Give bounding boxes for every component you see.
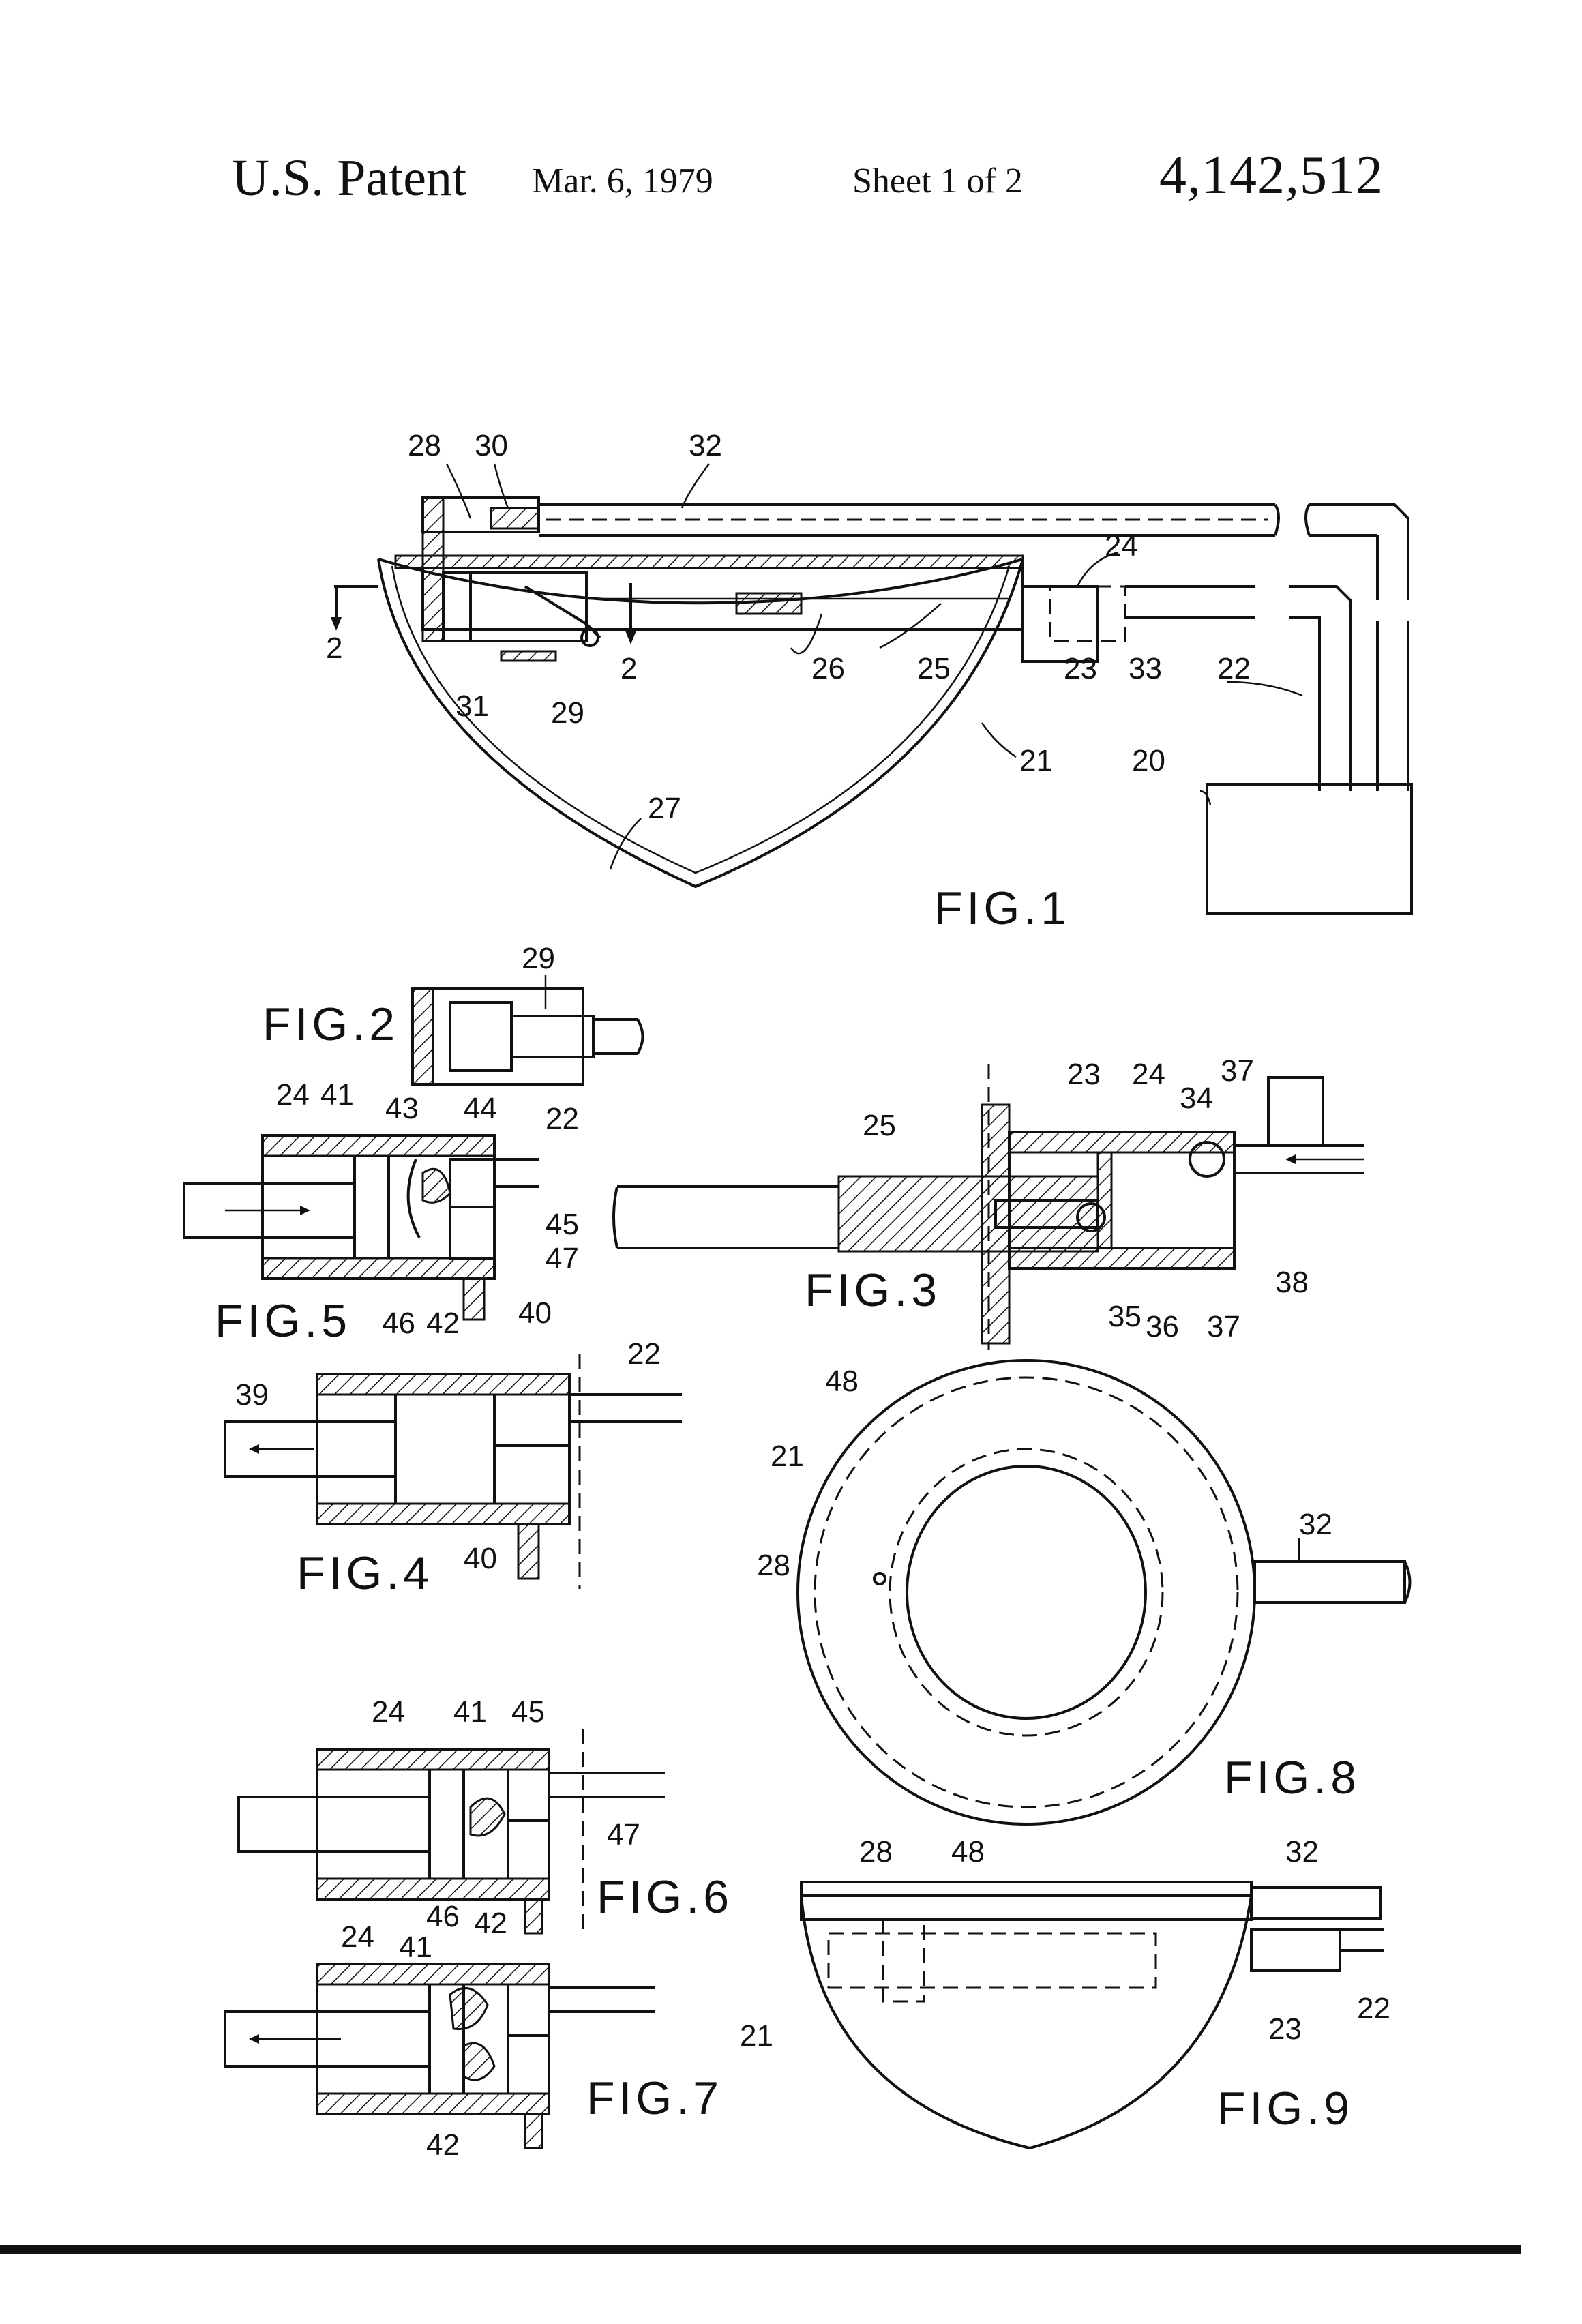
fig1-caption: FIG.1 <box>934 882 1071 934</box>
label-47: 47 <box>546 1242 579 1275</box>
label-42: 42 <box>474 1907 507 1940</box>
label-32: 32 <box>1299 1508 1332 1541</box>
label-24: 24 <box>1105 529 1138 563</box>
label-32: 32 <box>689 429 722 462</box>
fig3-caption: FIG.3 <box>805 1264 941 1316</box>
label-41: 41 <box>320 1078 354 1112</box>
label-22: 22 <box>1357 1992 1390 2025</box>
label-42: 42 <box>426 1307 460 1340</box>
pump-box <box>1207 784 1412 914</box>
label-40: 40 <box>464 1542 497 1575</box>
label-45: 45 <box>511 1695 545 1729</box>
fig5-caption: FIG.5 <box>215 1295 351 1347</box>
label-21: 21 <box>1019 744 1053 777</box>
label-36: 36 <box>1146 1310 1179 1343</box>
label-23: 23 <box>1067 1058 1101 1091</box>
label-22: 22 <box>627 1337 661 1371</box>
label-25: 25 <box>917 652 951 685</box>
figure-1: 28 30 32 24 2 2 26 25 23 33 22 31 29 21 … <box>326 429 1412 934</box>
label-29: 29 <box>551 696 584 730</box>
fig4-caption: FIG.4 <box>297 1547 433 1599</box>
label-25: 25 <box>863 1109 896 1142</box>
label-28: 28 <box>408 429 441 462</box>
label-21: 21 <box>740 2019 773 2053</box>
label-22: 22 <box>1217 652 1251 685</box>
label-24: 24 <box>276 1078 310 1112</box>
bottom-rule <box>0 2245 1521 2254</box>
label-28: 28 <box>859 1835 893 1868</box>
label-42: 42 <box>426 2128 460 2162</box>
fig9-caption: FIG.9 <box>1217 2083 1354 2134</box>
label-29: 29 <box>522 942 555 975</box>
label-22: 22 <box>546 1102 579 1135</box>
label-46: 46 <box>426 1900 460 1933</box>
figure-8: 48 21 28 32 FIG.8 <box>757 1360 1410 1824</box>
label-45: 45 <box>546 1208 579 1241</box>
figure-3: 23 24 37 34 25 38 35 36 37 FIG.3 <box>614 1054 1364 1350</box>
label-26: 26 <box>811 652 845 685</box>
figure-2: 29 FIG.2 <box>263 942 643 1084</box>
label-39: 39 <box>235 1378 269 1412</box>
label-35: 35 <box>1108 1300 1141 1333</box>
label-2-right: 2 <box>621 652 637 685</box>
label-40: 40 <box>518 1296 552 1330</box>
label-28: 28 <box>757 1549 790 1582</box>
figure-9: 28 48 32 21 23 22 FIG.9 <box>740 1835 1390 2148</box>
label-24: 24 <box>372 1695 405 1729</box>
label-23: 23 <box>1268 2012 1302 2046</box>
label-41: 41 <box>453 1695 487 1729</box>
figure-6: 24 41 45 47 46 42 FIG.6 <box>239 1695 733 1940</box>
label-44: 44 <box>464 1092 497 1125</box>
label-37: 37 <box>1221 1054 1254 1088</box>
label-38: 38 <box>1275 1266 1309 1299</box>
fig8-caption: FIG.8 <box>1224 1752 1360 1804</box>
label-33: 33 <box>1129 652 1162 685</box>
label-24: 24 <box>341 1920 374 1954</box>
label-31: 31 <box>456 689 489 723</box>
label-48: 48 <box>825 1365 859 1398</box>
label-24: 24 <box>1132 1058 1165 1091</box>
label-23: 23 <box>1064 652 1097 685</box>
label-32: 32 <box>1285 1835 1319 1868</box>
label-48: 48 <box>951 1835 985 1868</box>
fig7-caption: FIG.7 <box>586 2072 723 2124</box>
label-21: 21 <box>771 1440 804 1473</box>
fig6-caption: FIG.6 <box>597 1871 733 1923</box>
label-47: 47 <box>607 1818 640 1851</box>
label-46: 46 <box>382 1307 415 1340</box>
label-2-left: 2 <box>326 631 342 665</box>
label-43: 43 <box>385 1092 419 1125</box>
label-34: 34 <box>1180 1082 1213 1115</box>
label-30: 30 <box>475 429 508 462</box>
figure-5: 24 41 43 44 22 45 47 46 42 40 FIG.5 <box>184 1078 579 1347</box>
label-27: 27 <box>648 792 681 825</box>
figure-4: 22 39 40 FIG.4 <box>225 1337 682 1599</box>
fig2-caption: FIG.2 <box>263 998 399 1050</box>
label-41: 41 <box>399 1931 432 1964</box>
figure-7: 24 41 42 FIG.7 <box>225 1920 723 2162</box>
label-37-lower: 37 <box>1207 1310 1240 1343</box>
label-20: 20 <box>1132 744 1165 777</box>
